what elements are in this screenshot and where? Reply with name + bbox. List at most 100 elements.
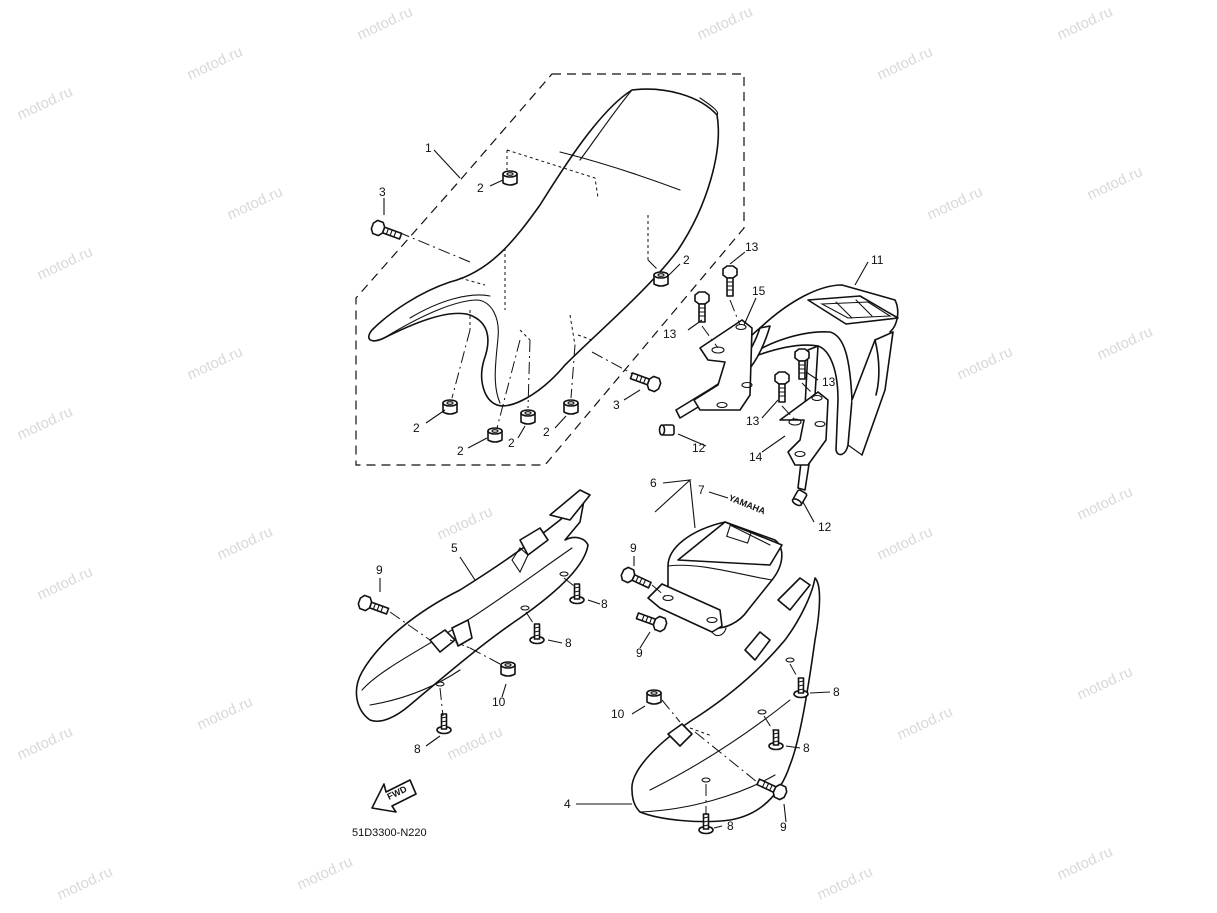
seat-damper bbox=[502, 170, 518, 186]
side-cover-grommet bbox=[646, 689, 662, 705]
carrier-bolt-group bbox=[694, 265, 816, 421]
callout-4: 4 bbox=[564, 797, 571, 811]
callout-10: 10 bbox=[492, 695, 506, 709]
side-cover-grommet bbox=[500, 661, 516, 677]
watermark-text: motod.ru bbox=[875, 43, 936, 83]
side-cover-screw bbox=[436, 713, 452, 735]
callout-1: 1 bbox=[425, 141, 432, 155]
watermark-text: motod.ru bbox=[15, 403, 76, 443]
seat-damper bbox=[563, 399, 579, 415]
callout-13: 13 bbox=[746, 414, 760, 428]
watermark-text: motod.ru bbox=[1075, 483, 1136, 523]
watermark-text: motod.ru bbox=[435, 503, 496, 543]
callout-12: 12 bbox=[692, 441, 706, 455]
callout-10: 10 bbox=[611, 707, 625, 721]
callout-8: 8 bbox=[833, 685, 840, 699]
callout-2: 2 bbox=[683, 253, 690, 267]
callout-6: 6 bbox=[650, 476, 657, 490]
rear-carrier bbox=[675, 284, 899, 491]
callout-2: 2 bbox=[413, 421, 420, 435]
side-cover-left bbox=[355, 489, 591, 722]
watermark-text: motod.ru bbox=[1085, 163, 1146, 203]
watermark-text: motod.ru bbox=[185, 43, 246, 83]
seat-damper bbox=[442, 399, 458, 415]
carrier-plate-front bbox=[779, 391, 829, 466]
watermark-text: motod.ru bbox=[225, 183, 286, 223]
watermark-text: motod.ru bbox=[35, 563, 96, 603]
callout-2: 2 bbox=[508, 436, 515, 450]
callout-5: 5 bbox=[451, 541, 458, 555]
callout-15: 15 bbox=[752, 284, 766, 298]
watermark-text: motod.ru bbox=[1055, 843, 1116, 883]
watermark-text: motod.ru bbox=[355, 3, 416, 43]
watermark-text: motod.ru bbox=[1055, 3, 1116, 43]
carrier-collar bbox=[658, 424, 675, 436]
watermark-text: motod.ru bbox=[185, 343, 246, 383]
watermark-text: motod.ru bbox=[695, 3, 756, 43]
watermark-text: motod.ru bbox=[55, 863, 116, 903]
callout-8: 8 bbox=[727, 819, 734, 833]
seat-damper bbox=[487, 427, 503, 443]
callout-3: 3 bbox=[379, 185, 386, 199]
callout-2: 2 bbox=[457, 444, 464, 458]
watermark-text: motod.ru bbox=[815, 863, 876, 903]
side-cover-screw-group bbox=[436, 577, 809, 835]
watermark-text: motod.ru bbox=[295, 853, 356, 893]
callout-13: 13 bbox=[745, 240, 759, 254]
callout-11: 11 bbox=[871, 253, 884, 267]
side-cover-screw bbox=[569, 583, 585, 605]
seat bbox=[368, 88, 720, 407]
watermark-text: motod.ru bbox=[35, 243, 96, 283]
watermark-text: motod.ru bbox=[925, 183, 986, 223]
callout-8: 8 bbox=[803, 741, 810, 755]
callout-3: 3 bbox=[613, 398, 620, 412]
side-cover-bolt bbox=[356, 593, 391, 619]
forward-arrow-icon: FWD bbox=[371, 779, 417, 813]
callout-labels: 1 2 2 2 2 2 2 3 3 4 5 6 7 8 8 8 8 8 8 9 … bbox=[376, 141, 884, 834]
carrier-collar bbox=[790, 488, 809, 508]
watermark-text: motod.ru bbox=[875, 523, 936, 563]
callout-14: 14 bbox=[749, 450, 763, 464]
carrier-bolt bbox=[774, 371, 790, 403]
seat-assembly-boundary bbox=[355, 73, 745, 466]
seat-damper bbox=[653, 271, 669, 287]
side-cover-bolt-group bbox=[356, 565, 790, 802]
watermark-text: motod.ru bbox=[955, 343, 1016, 383]
carrier-bolt bbox=[722, 265, 738, 297]
callout-2: 2 bbox=[477, 181, 484, 195]
tail-cover: YAMAHA bbox=[647, 493, 783, 637]
side-cover-screw bbox=[529, 623, 545, 645]
carrier-plate-rear bbox=[693, 319, 753, 411]
watermark-text: motod.ru bbox=[195, 693, 256, 733]
callout-7: 7 bbox=[698, 483, 705, 497]
callout-9: 9 bbox=[376, 563, 383, 577]
watermark-text: motod.ru bbox=[895, 703, 956, 743]
callout-8: 8 bbox=[601, 597, 608, 611]
watermark-text: motod.ru bbox=[1095, 323, 1156, 363]
seat-bolt bbox=[369, 218, 404, 244]
callout-13: 13 bbox=[663, 327, 677, 341]
watermark-text: motod.ru bbox=[15, 723, 76, 763]
callout-9: 9 bbox=[780, 820, 787, 834]
carrier-bolt bbox=[694, 291, 710, 323]
seat-bolt bbox=[628, 368, 663, 394]
watermark-text: motod.ru bbox=[1075, 663, 1136, 703]
callout-2: 2 bbox=[543, 425, 550, 439]
watermark-text: motod.ru bbox=[15, 83, 76, 123]
watermark-text: motod.ru bbox=[215, 523, 276, 563]
callout-9: 9 bbox=[630, 541, 637, 555]
yamaha-emblem: YAMAHA bbox=[727, 493, 767, 517]
watermark-text: motod.ru bbox=[445, 723, 506, 763]
side-cover-bolt bbox=[634, 608, 669, 634]
side-cover-right bbox=[631, 577, 821, 823]
callout-13: 13 bbox=[822, 375, 836, 389]
seat-damper bbox=[520, 409, 536, 425]
callout-8: 8 bbox=[414, 742, 421, 756]
side-cover-bolt bbox=[618, 565, 654, 593]
callout-12: 12 bbox=[818, 520, 832, 534]
leader-lines bbox=[379, 149, 869, 829]
callout-8: 8 bbox=[565, 636, 572, 650]
diagram-code: 51D3300-N220 bbox=[352, 827, 427, 839]
callout-9: 9 bbox=[636, 646, 643, 660]
